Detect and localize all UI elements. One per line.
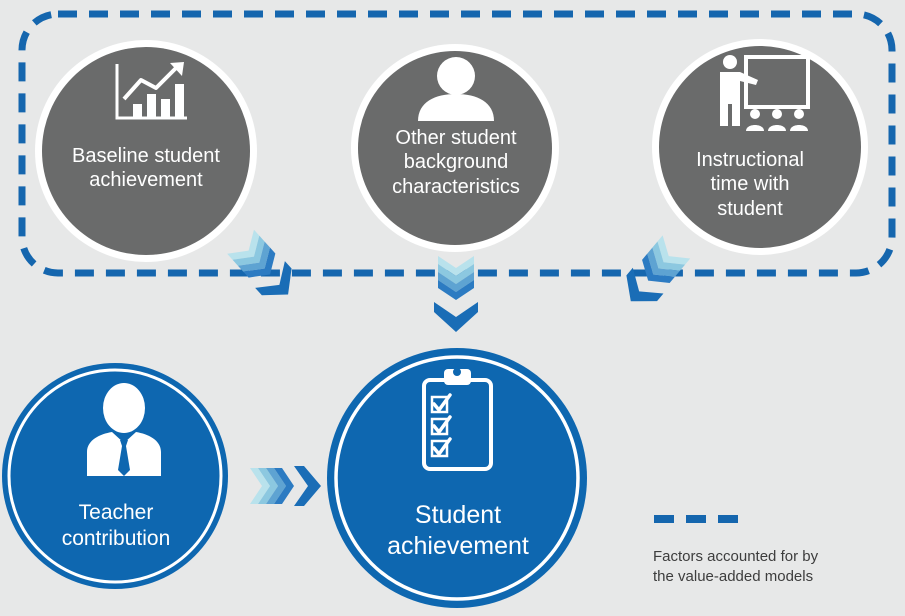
instruction-label: Instructional time with student xyxy=(696,149,804,220)
legend-dash-swatch xyxy=(654,515,738,523)
arrow-instruction-to-student xyxy=(626,235,691,302)
background-label: Other student background characteristics xyxy=(392,127,520,198)
baseline-node xyxy=(35,40,257,262)
legend-text: Factors accounted for by the value-added… xyxy=(653,548,819,586)
teacher-board-icon xyxy=(720,55,810,131)
businessman-icon xyxy=(87,383,161,476)
instruction-node xyxy=(652,39,868,255)
bar-chart-icon xyxy=(115,62,187,120)
arrow-baseline-to-student xyxy=(227,229,292,296)
background-node xyxy=(351,44,559,252)
teacher-label: Teacher contribution xyxy=(61,501,171,550)
person-icon xyxy=(418,57,494,121)
arrow-background-to-student xyxy=(434,256,478,332)
clipboard-checklist-icon xyxy=(422,368,493,471)
student-label: Student achievement xyxy=(387,501,529,561)
student-node xyxy=(327,348,587,608)
arrow-teacher-to-student xyxy=(250,466,321,506)
baseline-label: Baseline student achievement xyxy=(72,145,220,192)
